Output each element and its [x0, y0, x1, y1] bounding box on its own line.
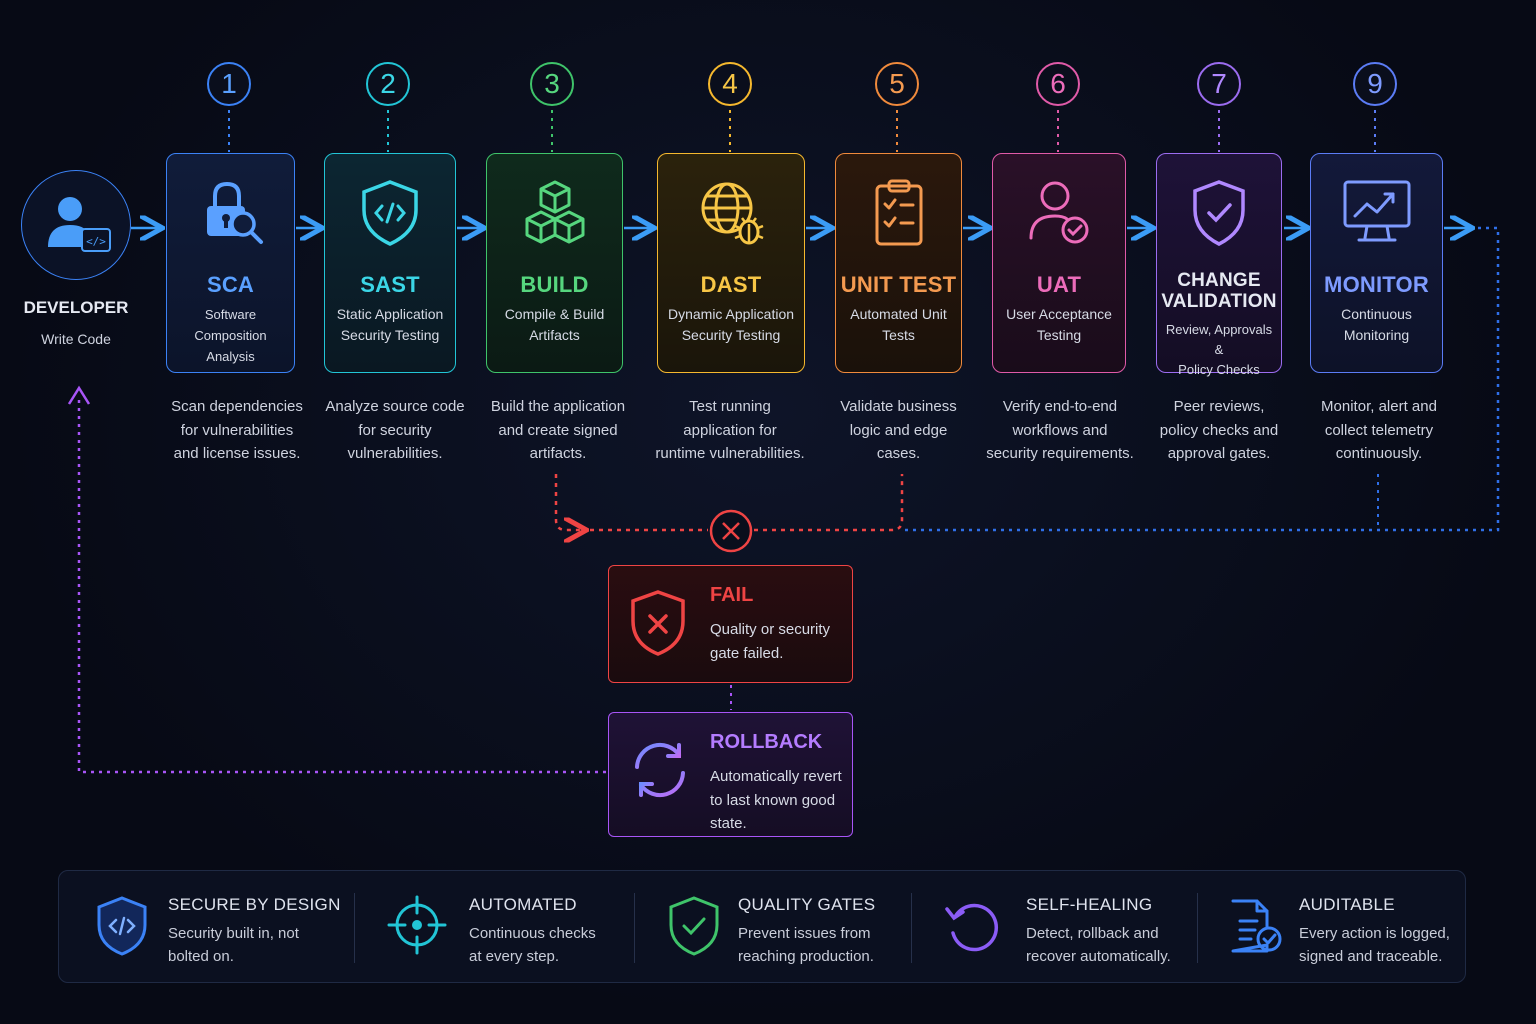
feature-auditable: AUDITABLE Every action is logged,signed … [1227, 871, 1457, 984]
stage-card-unit-test[interactable]: UNIT TEST Automated Unit Tests [835, 153, 962, 373]
stage-title: SCA [206, 272, 255, 297]
stage-sub-line: Testing [1036, 327, 1082, 343]
stage-title: DAST [700, 272, 762, 297]
globe-bug-icon [701, 182, 764, 245]
rollback-title: ROLLBACK [710, 731, 823, 753]
target-icon [387, 895, 447, 955]
shield-x-icon [631, 590, 685, 656]
feature-title: SELF-HEALING [1026, 895, 1153, 914]
stage-2-badge: 2 [366, 62, 410, 106]
stage-sub-line: Monitoring [1343, 327, 1410, 343]
lock-search-icon [206, 181, 263, 244]
stage-sub-line: Static Application [336, 306, 444, 322]
stage-title-line: VALIDATION [1161, 291, 1277, 312]
shield-code-icon [362, 180, 418, 246]
stage-title: BUILD [520, 272, 589, 297]
stage-6-badge: 6 [1036, 62, 1080, 106]
developer-title: DEVELOPER [23, 298, 129, 317]
divider [354, 893, 355, 963]
stage-card-monitor[interactable]: MONITOR Continuous Monitoring [1310, 153, 1443, 373]
stage-title: SAST [360, 272, 420, 297]
divider [634, 893, 635, 963]
stage-sub-line: Review, Approvals & [1165, 322, 1273, 357]
stage-sub-line: Software Composition [194, 307, 267, 343]
svg-text:</>: </> [86, 235, 106, 248]
stage-sub-line: Policy Checks [1178, 362, 1260, 377]
shield-check-icon [1193, 180, 1245, 246]
user-check-icon [1029, 181, 1089, 244]
stage-5-badge: 5 [875, 62, 919, 106]
developer-avatar: </> [21, 170, 131, 280]
stage-card-uat[interactable]: UAT User Acceptance Testing [992, 153, 1126, 373]
feature-title: AUDITABLE [1299, 895, 1395, 914]
stage-9-badge: 9 [1353, 62, 1397, 106]
clipboard-check-icon [875, 179, 922, 246]
feature-description: Every action is logged,signed and tracea… [1299, 925, 1450, 965]
stage-sub-line: User Acceptance [1006, 306, 1112, 322]
cubes-icon [525, 180, 584, 244]
stage-card-sca[interactable]: SCA Software Composition Analysis [166, 153, 295, 373]
fail-title: FAIL [710, 584, 754, 606]
stage-title-line: CHANGE [1177, 270, 1261, 291]
stage-card-dast[interactable]: DAST Dynamic Application Security Testin… [657, 153, 805, 373]
stage-4-badge: 4 [708, 62, 752, 106]
stage-sub-line: Security Testing [681, 327, 781, 343]
stage-title: MONITOR [1324, 272, 1429, 297]
stage-sub-line: Artifacts [529, 327, 580, 343]
stage-sub-line: Dynamic Application [667, 306, 795, 322]
stage-title: UAT [1036, 272, 1082, 297]
refresh-icon [635, 742, 685, 798]
feature-title: AUTOMATED [469, 895, 577, 914]
document-check-icon [1231, 899, 1282, 953]
stage-card-sast[interactable]: SAST Static Application Security Testing [324, 153, 456, 373]
divider [1197, 893, 1198, 963]
badge-connectors [228, 110, 1376, 152]
stage-3-badge: 3 [530, 62, 574, 106]
shield-check-icon [669, 896, 719, 956]
stage-7-badge: 7 [1197, 62, 1241, 106]
stage-sub-line: Automated Unit [850, 306, 947, 322]
stage-sub-line: Continuous [1341, 306, 1412, 322]
developer-code-icon: </> [48, 197, 111, 252]
refresh-icon [945, 903, 999, 952]
stage-card-build[interactable]: BUILD Compile & Build Artifacts [486, 153, 623, 373]
stage-sub-line: Security Testing [340, 327, 440, 343]
stage-sub-line: Compile & Build [504, 306, 605, 322]
developer-subtitle: Write Code [41, 331, 111, 347]
divider [911, 893, 912, 963]
monitor-chart-icon [1343, 180, 1410, 242]
shield-code-icon [97, 896, 147, 956]
stage-sub-line: Analysis [206, 349, 255, 364]
stage-title: UNIT TEST [840, 272, 957, 297]
stage-card-change-validation[interactable]: CHANGE VALIDATION Review, Approvals & Po… [1156, 153, 1282, 377]
feature-title: SECURE BY DESIGN [168, 895, 341, 914]
stage-1-badge: 1 [207, 62, 251, 106]
feature-title: QUALITY GATES [738, 895, 876, 914]
stage-sub-line: Tests [882, 327, 915, 343]
